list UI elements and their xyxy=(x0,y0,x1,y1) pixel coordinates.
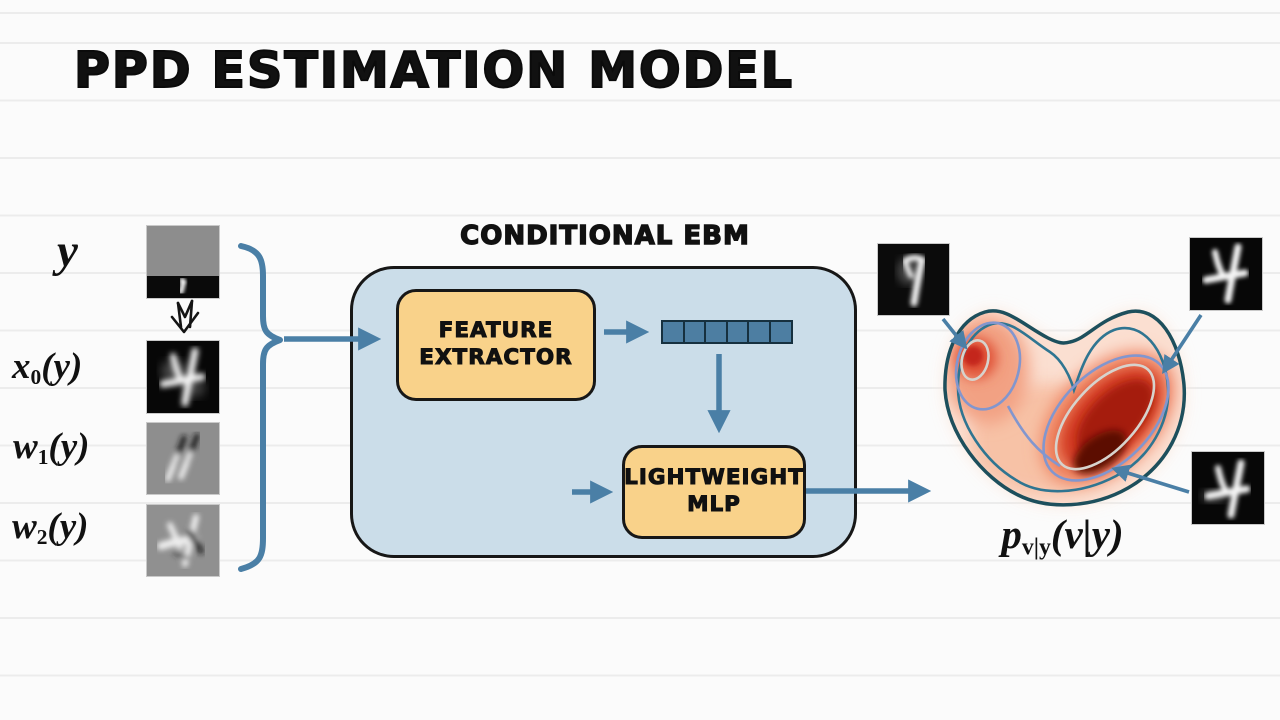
lightweight-mlp-box: LIGHTWEIGHT MLP xyxy=(622,445,806,539)
input-label-y: y xyxy=(57,225,78,277)
observation-y-thumbnail xyxy=(146,225,220,299)
feature-vector-cell xyxy=(725,320,750,344)
mean-x0-thumbnail xyxy=(146,340,220,414)
input-label-x0: x0(y) xyxy=(12,346,83,389)
brace-icon xyxy=(238,243,283,572)
mlp-label-line2: MLP xyxy=(687,492,741,518)
basis-w2-thumbnail xyxy=(146,504,220,577)
conditional-ebm-title: CONDITIONAL EBM xyxy=(459,220,750,251)
mlp-label-line1: LIGHTWEIGHT xyxy=(624,465,804,491)
feature-vector-cell xyxy=(747,320,771,344)
feature-vector-cell xyxy=(768,320,793,344)
input-label-w2: w2(y) xyxy=(12,506,89,549)
feature-vector-cell xyxy=(661,320,685,344)
sketch-down-arrow-icon xyxy=(170,299,200,334)
input-label-w1: w1(y) xyxy=(13,426,90,469)
page-title: PPD ESTIMATION MODEL xyxy=(73,41,795,100)
posterior-density-plot xyxy=(943,309,1187,507)
feature-extractor-label-line2: EXTRACTOR xyxy=(419,345,573,371)
mode-digit-7-thumbnail xyxy=(877,243,950,316)
feature-extractor-box: FEATURE EXTRACTOR xyxy=(396,289,596,401)
feature-extractor-label-line1: FEATURE xyxy=(438,318,554,344)
feature-vector xyxy=(661,320,793,344)
basis-w1-thumbnail xyxy=(146,422,220,495)
posterior-density-label: pv|y(v|y) xyxy=(1001,511,1124,561)
mode-digit-4-top-thumbnail xyxy=(1189,237,1263,311)
mode-digit-4-bottom-thumbnail xyxy=(1191,451,1265,525)
feature-vector-cell xyxy=(682,320,707,344)
feature-vector-cell xyxy=(704,320,728,344)
